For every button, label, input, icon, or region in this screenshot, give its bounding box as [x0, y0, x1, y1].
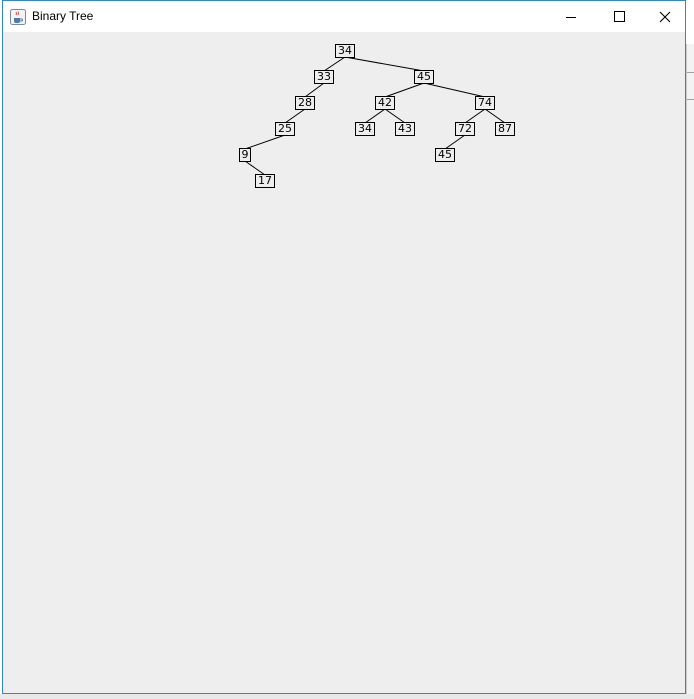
- tree-edge: [344, 56, 425, 72]
- tree-node: 43: [395, 122, 415, 136]
- tree-node: 25: [275, 122, 295, 136]
- tree-node: 17: [255, 174, 275, 188]
- tree-edge: [244, 160, 266, 176]
- window-title: Binary Tree: [32, 9, 94, 23]
- minimize-button[interactable]: [548, 1, 594, 32]
- tree-node: 72: [455, 122, 475, 136]
- tree-node: 34: [335, 44, 355, 58]
- tree-edge: [423, 82, 486, 98]
- tree-edge: [284, 108, 306, 124]
- tree-edges: [244, 56, 506, 176]
- tree-node: 42: [375, 96, 395, 110]
- tree-edge: [464, 108, 486, 124]
- tree-node: 9: [239, 148, 251, 162]
- tree-edge: [304, 82, 325, 98]
- tree-edge: [323, 56, 346, 72]
- tree-edge: [444, 134, 466, 150]
- tree-node: 87: [495, 122, 515, 136]
- tree-node: 28: [295, 96, 315, 110]
- tree-node: 45: [414, 70, 434, 84]
- maximize-button[interactable]: [593, 1, 639, 32]
- tree-edge: [384, 108, 406, 124]
- close-button[interactable]: [639, 1, 685, 32]
- title-bar[interactable]: Binary Tree: [3, 1, 685, 32]
- java-cup-icon[interactable]: [10, 9, 26, 25]
- tree-node: 74: [475, 96, 495, 110]
- close-icon: [659, 11, 671, 23]
- tree-node: 33: [314, 70, 334, 84]
- minimize-icon: [566, 17, 576, 18]
- background-taskbar-edge: [0, 694, 694, 699]
- tree-edge: [244, 134, 286, 150]
- tree-node: 34: [355, 122, 375, 136]
- tree-edge: [484, 108, 506, 124]
- tree-edge: [384, 82, 425, 98]
- tree-node: 45: [435, 148, 455, 162]
- tree-edge: [364, 108, 386, 124]
- maximize-icon: [614, 11, 625, 22]
- background-window-edge: [686, 44, 694, 699]
